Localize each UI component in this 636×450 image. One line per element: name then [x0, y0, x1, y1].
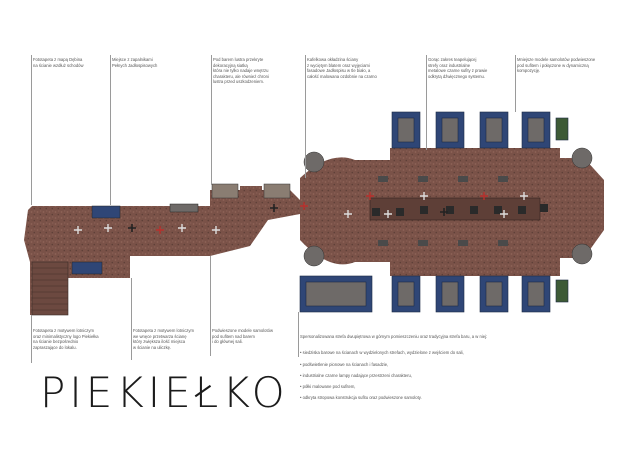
note-top-2: Miejsce z zapalnikami Pełnych Jadłospiso… — [112, 57, 158, 68]
leader-line — [110, 55, 111, 205]
note-bottom-3: Podwieszone modele samolotów pod sufitem… — [212, 328, 273, 345]
central-bar-seats — [369, 176, 548, 246]
bar-counter — [169, 203, 199, 213]
leader-line — [515, 55, 516, 112]
note-top-4: Kafelkowa okładzina ściany z wyciętym bl… — [307, 57, 377, 79]
note-bottom-2: Fototapeta z motywem lotniczym we wnęce … — [133, 328, 194, 350]
leader-line — [210, 256, 211, 356]
note-main-item: • industrialne czarne lampy nadające prz… — [300, 372, 413, 378]
note-main-intro: Spersonalizowana strefa dwupiętrowa w gó… — [300, 333, 488, 339]
note-main: Spersonalizowana strefa dwupiętrowa w gó… — [300, 328, 600, 412]
corridor — [210, 183, 300, 256]
note-main-item: • podświetlenie pionowe na ścianach i fa… — [300, 361, 389, 367]
booth — [71, 261, 103, 275]
leader-line — [305, 55, 306, 178]
leader-line — [211, 55, 212, 185]
note-main-item: • półki malowane pod sufitem, — [300, 383, 356, 389]
note-top-5: Gorąc zakres teapelującej strefy oraz in… — [428, 57, 488, 79]
note-main-item: • odkryta stropowa konstrukcja sufitu or… — [300, 395, 422, 401]
note-main-item: • siedziska barowe na ścianach w wydziel… — [300, 350, 464, 356]
left-wing — [24, 203, 210, 316]
main-hall — [299, 111, 604, 313]
note-bottom-1: Fototapeta z motywem lotniczym oraz mini… — [33, 328, 99, 350]
leader-line — [131, 278, 132, 360]
logo-title: PIEKIEŁKO — [40, 368, 289, 417]
booth — [91, 205, 121, 219]
note-top-3: Pod barem lustra przekryte dekoracyjną s… — [213, 57, 269, 85]
leader-line — [31, 55, 32, 205]
leader-line — [298, 312, 299, 357]
note-top-1: Fototapeta z mapą Dębina na ścianie wzdł… — [33, 57, 84, 68]
stairs — [32, 267, 68, 311]
airplane-models — [74, 192, 528, 234]
note-main-list: • siedziska barowe na ścianach w wydziel… — [300, 345, 600, 407]
leader-line — [426, 55, 427, 150]
leader-line — [31, 315, 32, 363]
upper-booths — [391, 111, 569, 149]
note-top-6: Mniejsze modele samolotów podwieszone po… — [517, 57, 596, 74]
lower-booths — [299, 275, 569, 313]
